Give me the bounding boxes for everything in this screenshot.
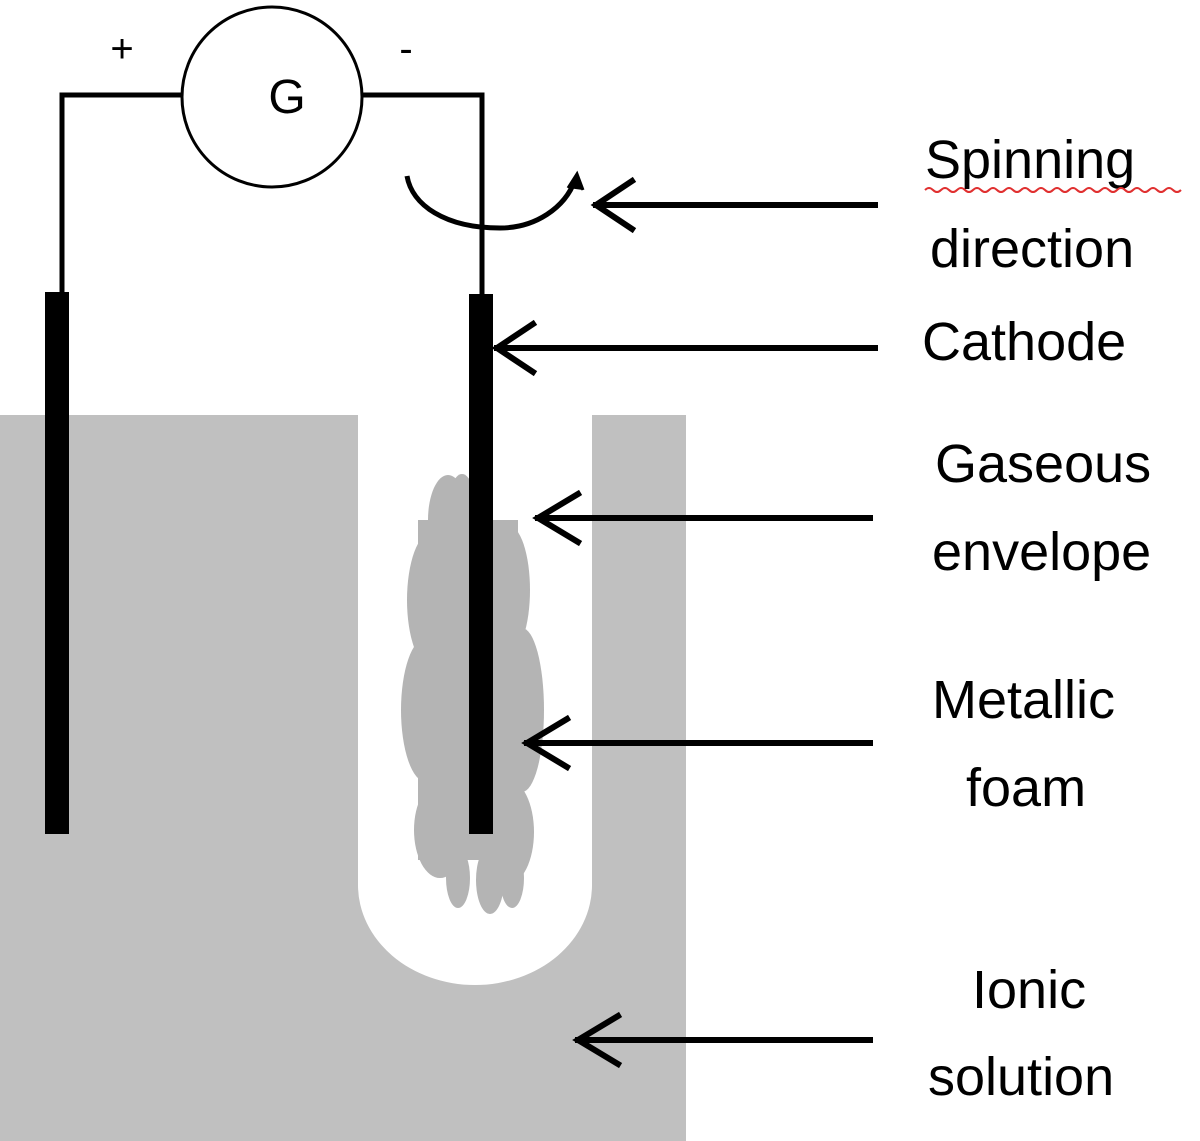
galvanometer-letter: G [268,71,305,124]
anode-electrode [45,292,69,834]
label-spinning-line2: direction [930,219,1134,279]
label-cathode: Cathode [922,312,1126,372]
arrow-cathode [491,319,878,377]
arrow-ionic-solution [572,1011,873,1069]
callout-arrows [491,176,878,1069]
label-ionic-solution: Ionic solution [928,960,1114,1107]
metallic-foam [401,474,544,914]
label-metallic-foam: Metallic foam [932,670,1115,818]
arrow-gaseous-envelope [532,489,873,547]
negative-terminal-sign: - [399,27,412,71]
galvanometer [180,5,364,189]
label-gaseous-envelope: Gaseous envelope [932,434,1151,582]
positive-terminal-sign: + [110,27,133,71]
label-gaseous-line1: Gaseous [935,434,1151,494]
circuit-wires [59,92,485,300]
label-ionic-line1: Ionic [972,960,1086,1020]
spellcheck-underline [924,187,1182,193]
label-ionic-line2: solution [928,1047,1114,1107]
label-spinning-line1: Spinning [925,130,1135,190]
ionic-solution [0,415,686,1141]
arrow-spinning-direction [590,176,878,234]
arrow-metallic-foam [521,714,873,772]
label-foam-line1: Metallic [932,670,1115,730]
spinning-arrow [404,170,585,231]
label-foam-line2: foam [966,758,1086,818]
cathode-electrode [469,294,493,834]
label-spinning-direction: Spinning direction [924,130,1182,279]
label-gaseous-line2: envelope [932,522,1151,582]
